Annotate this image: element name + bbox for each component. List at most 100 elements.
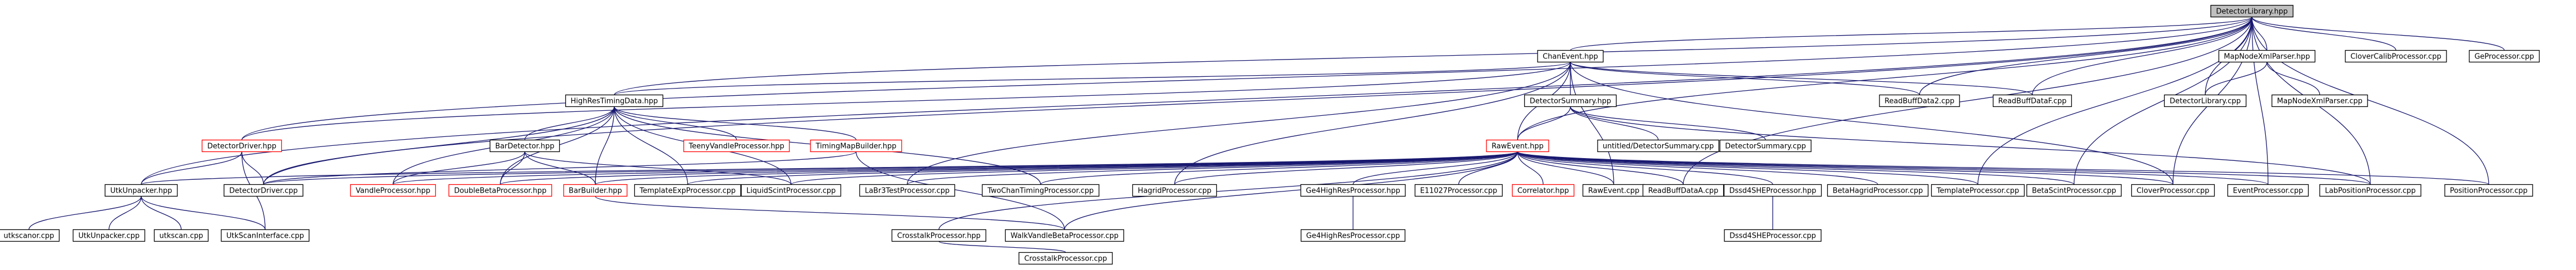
node-detectordriver_cpp[interactable]: DetectorDriver.cpp <box>223 184 304 197</box>
node-box <box>859 184 956 197</box>
node-box <box>1004 229 1125 242</box>
node-betascintprocessor_cpp[interactable]: BetaScintProcessor.cpp <box>2026 184 2122 197</box>
node-doublebetaprocessor_hpp[interactable]: DoubleBetaProcessor.hpp <box>448 184 553 197</box>
node-label: LiquidScintProcessor.cpp <box>747 187 836 195</box>
node-crosstalkprocessor_hpp[interactable]: CrosstalkProcessor.hpp <box>891 229 987 242</box>
node-timingmapbuilder_hpp[interactable]: TimingMapBuilder.hpp <box>810 139 902 153</box>
edge-highresttimingdata_hpp-to-teenyvandleprocessor_hpp <box>611 102 737 140</box>
node-detectorsummary_cpp[interactable]: DetectorSummary.cpp <box>1719 139 1812 153</box>
edge-bardetector_hpp-to-vandleprocessor_hpp <box>392 147 528 185</box>
node-templateprocessor_cpp[interactable]: TemplateProcessor.cpp <box>1931 184 2025 197</box>
node-mapnodexmlparser_cpp[interactable]: MapNodeXmlParser.cpp <box>2271 94 2368 107</box>
node-box <box>683 139 790 153</box>
node-gehighresprocessor_hpp[interactable]: Ge4HighResProcessor.hpp <box>1300 184 1406 197</box>
node-label: HagridProcessor.cpp <box>1138 187 1211 195</box>
node-box <box>1018 252 1113 265</box>
edge-rawevent_hpp-to-hagridprocessor_cpp <box>1174 147 1520 185</box>
node-cloverprocessor_cpp[interactable]: CloverProcessor.cpp <box>2131 184 2215 197</box>
node-e11027processor_cpp[interactable]: E11027Processor.cpp <box>1414 184 1503 197</box>
edge-chanevent_hpp-to-detectordriver_hpp <box>241 57 1573 140</box>
edge-detectorlibrary_hpp-to-betascintprocessor_cpp <box>2073 12 2255 185</box>
node-utkscanor_cpp[interactable]: utkscanor.cpp <box>0 229 60 242</box>
edge-utkunpacker_hpp-to-utkscanor_cpp <box>28 192 144 230</box>
node-box <box>223 184 304 197</box>
edge-detectorlibrary_hpp-to-highresttimingdata_hpp <box>614 12 2255 95</box>
edge-detectorsummary_hpp-to-labpositionprocessor_cpp <box>1568 102 2371 185</box>
node-utkscan_cpp[interactable]: utkscan.cpp <box>153 229 209 242</box>
edge-highresttimingdata_hpp-to-barbuilder_hpp <box>595 102 617 185</box>
node-box <box>1414 184 1503 197</box>
node-detectorlibrary_hpp: DetectorLibrary.hpp <box>2210 4 2294 18</box>
edge-rawevent_hpp-to-betascintprocessor_cpp <box>1515 147 2075 185</box>
node-box <box>1827 184 1929 197</box>
node-untitled_detectorsummary_cpp[interactable]: untitled/DetectorSummary.cpp <box>1597 139 1719 153</box>
node-teenyvandleprocessor_hpp[interactable]: TeenyVandleProcessor.hpp <box>683 139 790 153</box>
node-box <box>1524 94 1617 107</box>
node-liquidscintprocessor_cpp[interactable]: LiquidScintProcessor.cpp <box>740 184 842 197</box>
node-utkscaninterface_cpp[interactable]: UtkScanInterface.cpp <box>221 229 310 242</box>
node-box <box>634 184 742 197</box>
node-eventprocessor_cpp[interactable]: EventProcessor.cpp <box>2227 184 2309 197</box>
node-positionprocessor_cpp[interactable]: PositionProcessor.cpp <box>2444 184 2533 197</box>
node-box <box>0 229 60 242</box>
node-label: Dssd4SHEProcessor.hpp <box>1729 187 1817 195</box>
edge-detectorlibrary_hpp-to-readbuffdataf_cpp <box>2032 12 2255 95</box>
node-dssdgsheprocessor_cpp[interactable]: Dssd4SHEProcessor.cpp <box>1724 229 1822 242</box>
node-barbuilder_hpp[interactable]: BarBuilder.hpp <box>563 184 628 197</box>
node-dssdgsheprocessor_hpp[interactable]: Dssd4SHEProcessor.hpp <box>1723 184 1822 197</box>
edge-rawevent_hpp-to-labpositionprocessor_cpp <box>1515 147 2371 185</box>
node-utkunpacker_cpp[interactable]: UtkUnpacker.cpp <box>72 229 146 242</box>
node-readbuffdata2_cpp[interactable]: ReadBuffData2.cpp <box>1879 94 1960 107</box>
node-mapnodexmlparser_hpp[interactable]: MapNodeXmlParser.hpp <box>2218 50 2316 63</box>
node-betahagridprocessor_cpp[interactable]: BetaHagridProcessor.cpp <box>1827 184 1929 197</box>
node-box <box>2210 4 2294 18</box>
node-box <box>153 229 209 242</box>
node-detectordriver_hpp[interactable]: DetectorDriver.hpp <box>201 139 282 153</box>
node-gehighresprocessor_cpp[interactable]: Ge4HighResProcessor.cpp <box>1300 229 1406 242</box>
node-templateexpprocessor_cpp[interactable]: TemplateExpProcessor.cpp <box>634 184 742 197</box>
node-box <box>1300 229 1406 242</box>
edge-timingmapbuilder_hpp-to-wallvandlebetaprocessor_cpp <box>853 147 1065 230</box>
node-hagridprocessor_cpp[interactable]: HagridProcessor.cpp <box>1132 184 1217 197</box>
node-rawevent_cpp[interactable]: RawEvent.cpp <box>1582 184 1645 197</box>
node-box <box>489 139 560 153</box>
node-box <box>2345 50 2447 63</box>
node-label: TemplateExpProcessor.cpp <box>639 187 736 195</box>
edge-detectorlibrary_hpp-to-readbuffdataa_cpp <box>1683 12 2255 185</box>
node-label: ReadBuffDataA.cpp <box>1648 187 1718 195</box>
node-box <box>1597 139 1719 153</box>
node-label: UtkScanInterface.cpp <box>226 232 304 240</box>
edge-utkunpacker_hpp-to-utkunpacker_cpp <box>108 192 144 230</box>
node-readbuffdataa_cpp[interactable]: ReadBuffDataA.cpp <box>1642 184 1724 197</box>
node-label: CrosstalkProcessor.hpp <box>897 232 981 240</box>
node-rawevent_hpp[interactable]: RawEvent.hpp <box>1486 139 1549 153</box>
node-labpositionprocessor_cpp[interactable]: LabPositionProcessor.cpp <box>2319 184 2421 197</box>
edge-mapnodexmlparser_hpp-to-mapnodexmlparser_cpp <box>2264 57 2320 95</box>
edge-detectorlibrary_hpp-to-clovercalibprocessor_cpp <box>2249 12 2396 51</box>
node-utkunpacker_hpp[interactable]: UtkUnpacker.hpp <box>105 184 178 197</box>
edge-chanevent_hpp-to-labr3testprocessor_cpp <box>907 57 1573 185</box>
node-detectorlibrary_cpp[interactable]: DetectorLibrary.cpp <box>2164 94 2247 107</box>
node-twochantimingprocessor_cpp[interactable]: TwoChanTimingProcessor.cpp <box>982 184 1100 197</box>
node-box <box>448 184 553 197</box>
node-detectorsummary_hpp[interactable]: DetectorSummary.hpp <box>1524 94 1617 107</box>
node-label: E11027Processor.cpp <box>1420 187 1498 195</box>
node-box <box>1879 94 1960 107</box>
edge-rawevent_hpp-to-eventprocessor_cpp <box>1515 147 2269 185</box>
edge-mapnodexmlparser_hpp-to-detectorlibrary_cpp <box>2205 57 2270 95</box>
edge-rawevent_hpp-to-betahagridprocessor_cpp <box>1515 147 1878 185</box>
node-readbuffdataf_cpp[interactable]: ReadBuffDataF.cpp <box>1992 94 2072 107</box>
node-bardetector_hpp[interactable]: BarDetector.hpp <box>489 139 560 153</box>
node-chanevent_hpp[interactable]: ChanEvent.hpp <box>1537 50 1604 63</box>
edge-rawevent_hpp-to-twochantimingprocessor_cpp <box>1040 147 1520 185</box>
node-highresttimingdata_hpp[interactable]: HighResTimingData.hpp <box>565 94 664 107</box>
node-correlator_hpp[interactable]: Correlator.hpp <box>1511 184 1575 197</box>
node-box <box>1724 229 1822 242</box>
node-geprocessor_cpp[interactable]: GeProcessor.cpp <box>2469 50 2540 63</box>
node-vandleprocessor_hpp[interactable]: VandleProcessor.hpp <box>350 184 436 197</box>
node-wallvandlebetaprocessor_cpp[interactable]: WalkVandleBetaProcessor.cpp <box>1004 229 1125 242</box>
node-crosstalkprocessor_cpp[interactable]: CrosstalkProcessor.cpp <box>1018 252 1113 265</box>
node-labr3testprocessor_cpp[interactable]: LaBr3TestProcessor.cpp <box>859 184 956 197</box>
node-clovercalibprocessor_cpp[interactable]: CloverCalibProcessor.cpp <box>2345 50 2447 63</box>
